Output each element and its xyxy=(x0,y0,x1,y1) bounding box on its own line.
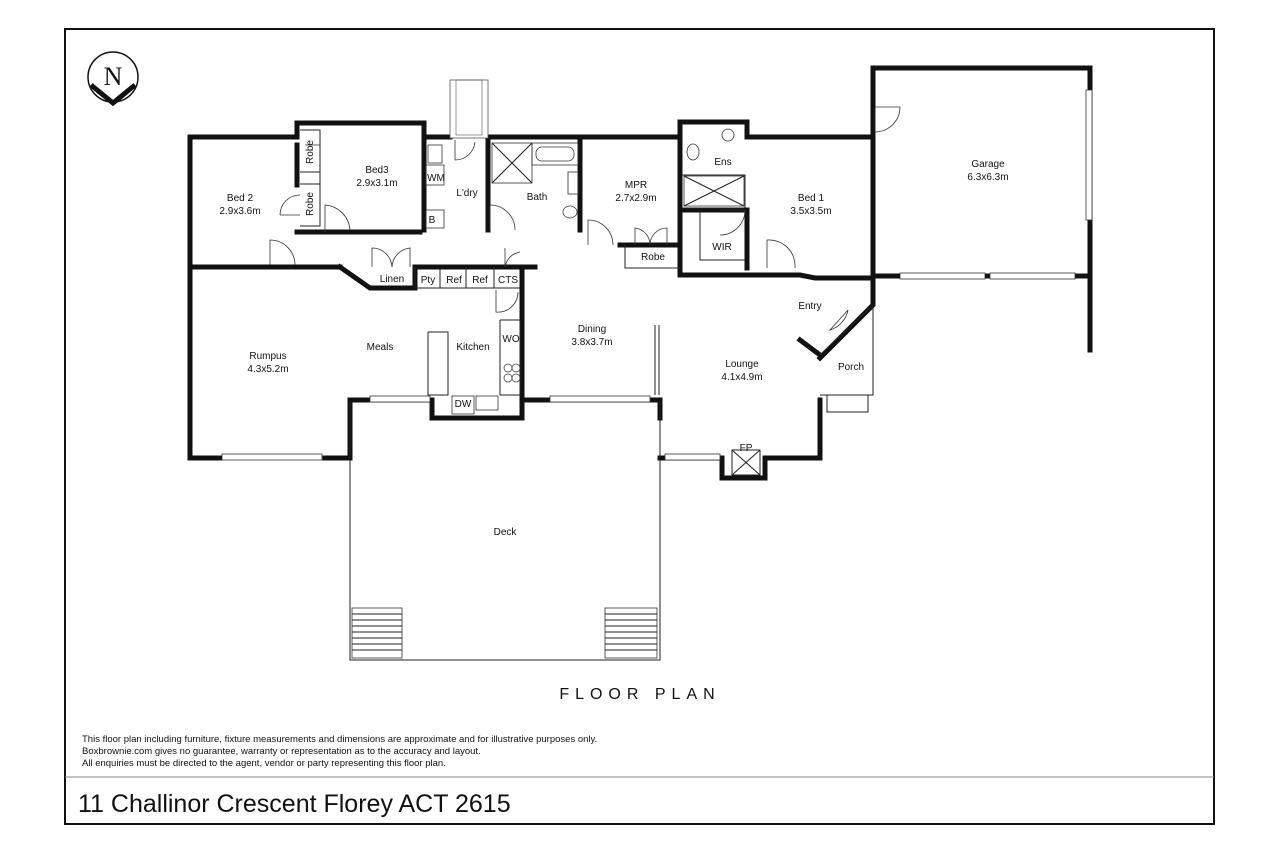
room-meals-label: Meals xyxy=(367,342,394,353)
room-kitchen-label: Kitchen xyxy=(456,342,489,353)
fixtures xyxy=(425,128,745,415)
room-mpr-size: 2.7x2.9m xyxy=(615,193,656,204)
room-deck-label: Deck xyxy=(494,527,518,538)
room-wm-label: WM xyxy=(427,173,445,184)
room-laundry-label: L'dry xyxy=(456,188,477,199)
room-bed2-size: 2.9x3.6m xyxy=(219,206,260,217)
room-dining-name: Dining xyxy=(578,324,606,335)
room-fp-label: FP xyxy=(740,443,753,454)
room-dining-size: 3.8x3.7m xyxy=(571,337,612,348)
disclaimer-line-2: Boxbrownie.com gives no guarantee, warra… xyxy=(82,746,481,757)
room-cts-label: CTS xyxy=(498,275,518,286)
property-address: 11 Challinor Crescent Florey ACT 2615 xyxy=(78,790,511,818)
room-garage-size: 6.3x6.3m xyxy=(967,172,1008,183)
room-garage-name: Garage xyxy=(971,159,1005,170)
room-bed1-name: Bed 1 xyxy=(798,193,825,204)
room-bed2-name: Bed 2 xyxy=(227,193,254,204)
room-ref2-label: Ref xyxy=(472,275,488,286)
room-ref1-label: Ref xyxy=(446,275,462,286)
page-border xyxy=(64,28,1215,825)
room-lounge-size: 4.1x4.9m xyxy=(721,372,762,383)
doors xyxy=(269,106,901,331)
north-arrow-icon: N xyxy=(87,51,139,107)
room-bed1-size: 3.5x3.5m xyxy=(790,206,831,217)
disclaimer-line-1: This floor plan including furniture, fix… xyxy=(82,734,597,745)
room-rumpus-name: Rumpus xyxy=(249,351,286,362)
room-b-label: B xyxy=(429,215,436,226)
room-bed3-size: 2.9x3.1m xyxy=(356,178,397,189)
room-rumpus-size: 4.3x5.2m xyxy=(247,364,288,375)
room-dw-label: DW xyxy=(455,399,472,410)
room-lounge-name: Lounge xyxy=(725,359,759,370)
room-porch-label: Porch xyxy=(838,362,864,373)
room-wir-label: WIR xyxy=(712,242,731,253)
room-pty-label: Pty xyxy=(421,275,435,286)
room-linen-label: Linen xyxy=(380,274,404,285)
disclaimer-line-3: All enquiries must be directed to the ag… xyxy=(82,758,446,769)
room-bath-label: Bath xyxy=(527,192,548,203)
robe-label-b: Robe xyxy=(305,192,316,216)
robe-label-mpr: Robe xyxy=(641,252,665,263)
deck-outline xyxy=(349,402,661,661)
robe-label-a: Robe xyxy=(305,140,316,164)
floor-plan-heading: FLOOR PLAN xyxy=(559,686,720,703)
north-letter: N xyxy=(104,62,123,91)
room-entry-label: Entry xyxy=(798,301,821,312)
room-ens-label: Ens xyxy=(714,157,731,168)
room-bed3-name: Bed3 xyxy=(365,165,389,176)
windows xyxy=(221,79,1093,461)
room-mpr-name: MPR xyxy=(625,180,647,191)
room-wo-label: WO xyxy=(502,334,519,345)
